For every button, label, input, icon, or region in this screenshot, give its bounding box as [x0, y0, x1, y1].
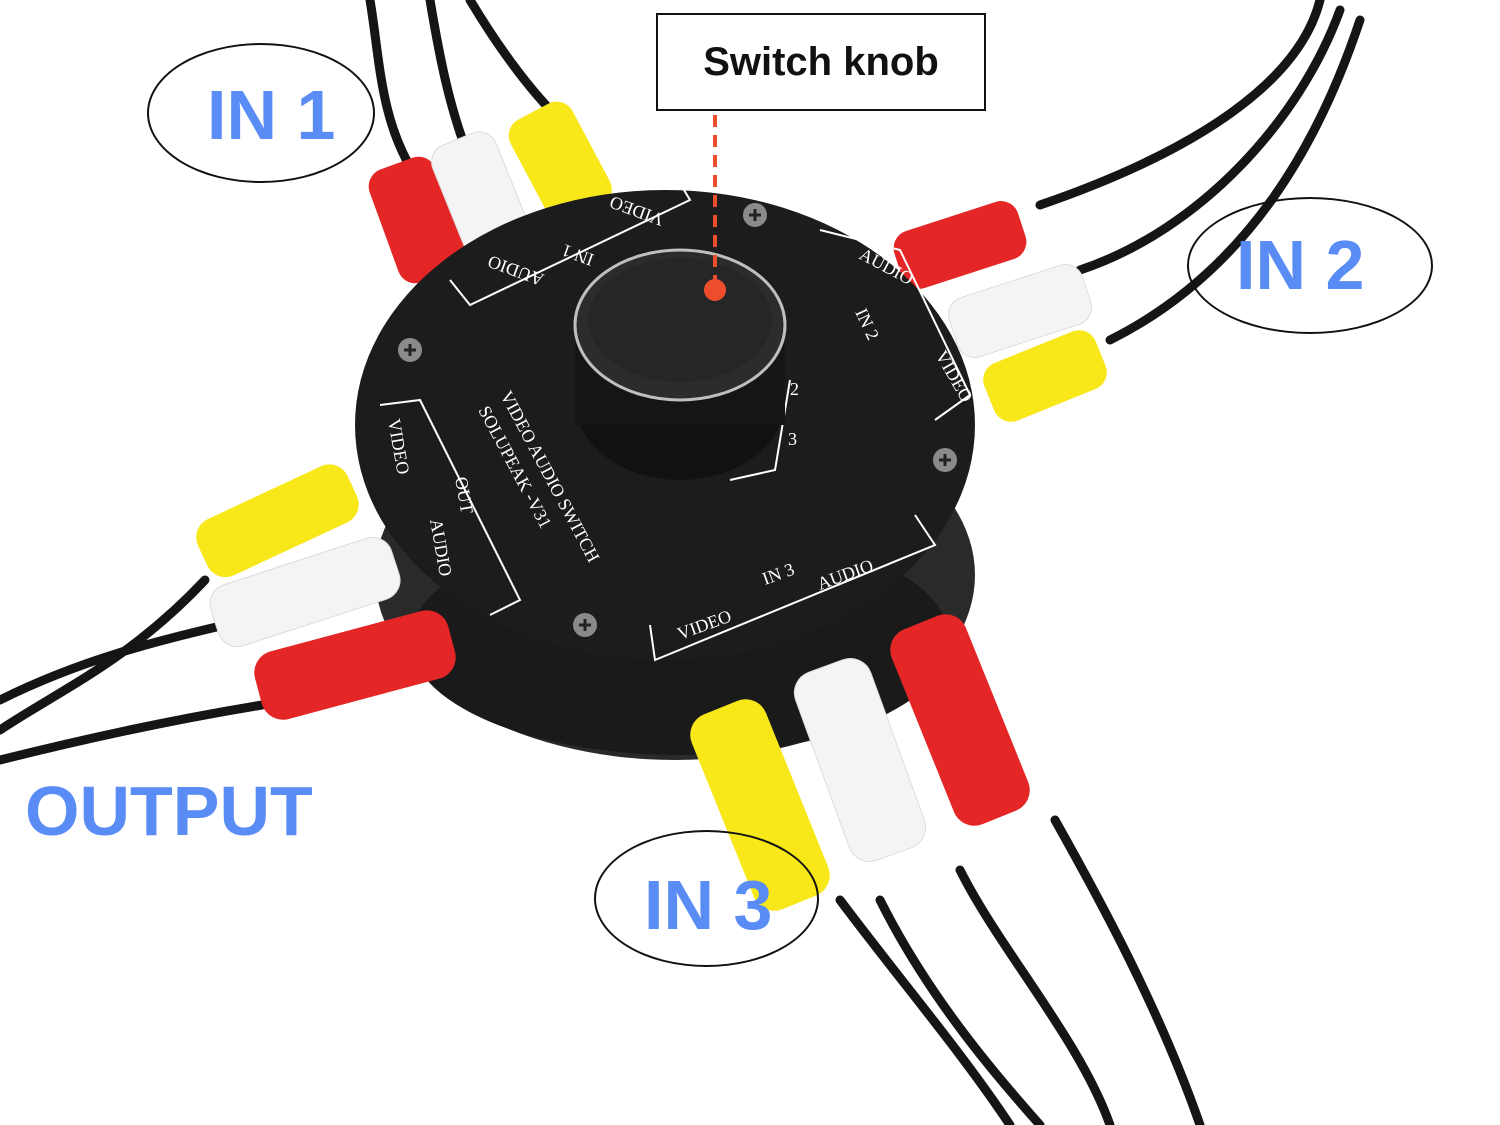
callout-label: Switch knob [703, 39, 939, 84]
in2-oval [1187, 197, 1433, 334]
plugs-in1 [368, 101, 612, 284]
screw-icon [398, 203, 957, 637]
knob-indicator-dot-icon [704, 279, 726, 301]
knob-position-2: 2 [790, 379, 799, 399]
plugs-output [196, 464, 456, 720]
label-output: OUTPUT [25, 772, 313, 850]
switch-knob-callout: Switch knob [656, 13, 986, 111]
plugs-in2 [893, 201, 1107, 422]
label-in2: IN 2 [1236, 226, 1365, 304]
label-in3: IN 3 [644, 866, 773, 944]
in3-oval [594, 830, 819, 967]
knob-position-3: 3 [788, 429, 797, 449]
cables [0, 0, 1365, 1125]
switch-knob[interactable] [573, 248, 787, 480]
in1-oval [147, 43, 375, 183]
label-in1: IN 1 [207, 76, 336, 154]
